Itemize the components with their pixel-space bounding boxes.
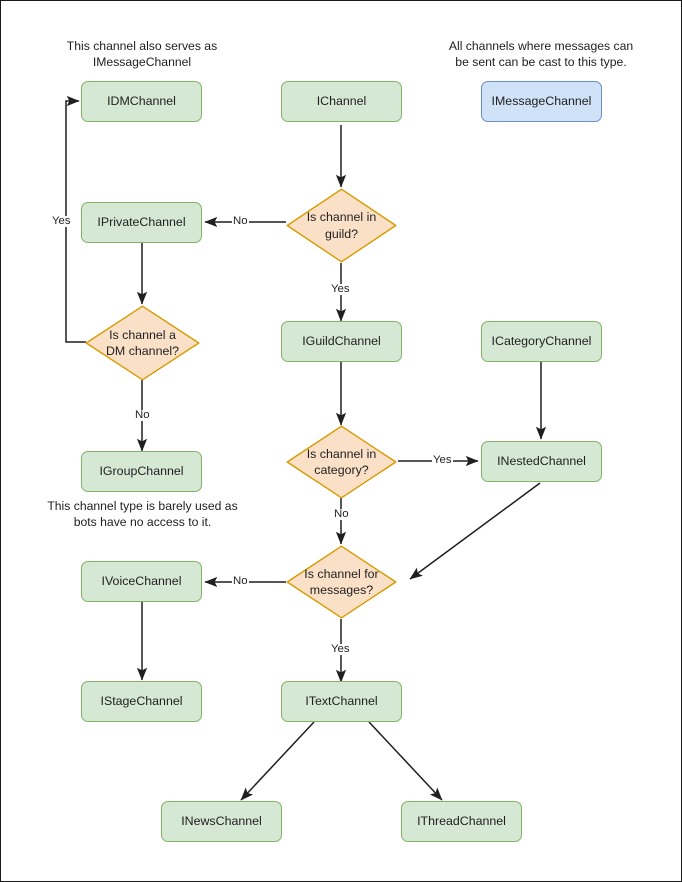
edge-label-dm-yes: Yes	[51, 215, 72, 228]
edge-label-messages-yes: Yes	[330, 643, 351, 656]
edge-label-messages-no: No	[232, 575, 249, 588]
decision-is-dm-channel[interactable]: Is channel a DM channel?	[85, 305, 200, 381]
decision-is-for-messages-label: Is channel for messages?	[304, 566, 379, 597]
node-ithreadchannel[interactable]: IThreadChannel	[401, 801, 522, 842]
node-igroupchannel[interactable]: IGroupChannel	[81, 451, 202, 492]
note-dm-channel: This channel also serves as IMessageChan…	[66, 39, 218, 69]
edge-label-guild-no: No	[232, 215, 249, 228]
node-ivoicechannel[interactable]: IVoiceChannel	[81, 561, 202, 602]
edge-itextchannel-to-ithreadchannel	[368, 721, 443, 801]
node-inewschannel[interactable]: INewsChannel	[161, 801, 282, 842]
node-idmchannel[interactable]: IDMChannel	[81, 81, 202, 122]
node-iprivatechannel[interactable]: IPrivateChannel	[81, 202, 202, 243]
edge-label-category-yes: Yes	[432, 454, 453, 467]
note-group-channel: This channel type is barely used as bots…	[47, 499, 238, 529]
node-ichannel[interactable]: IChannel	[281, 81, 402, 122]
node-itextchannel[interactable]: ITextChannel	[281, 681, 402, 722]
node-inestedchannel[interactable]: INestedChannel	[481, 441, 602, 482]
decision-is-in-guild-label: Is channel in guild?	[306, 210, 377, 241]
decision-is-dm-channel-label: Is channel a DM channel?	[105, 327, 179, 358]
decision-is-for-messages[interactable]: Is channel for messages?	[286, 545, 397, 619]
decision-is-in-category[interactable]: Is channel in category?	[286, 425, 397, 499]
node-istagechannel[interactable]: IStageChannel	[81, 681, 202, 722]
decision-is-in-guild[interactable]: Is channel in guild?	[286, 188, 397, 263]
node-iguildchannel[interactable]: IGuildChannel	[281, 321, 402, 362]
edge-label-guild-yes: Yes	[330, 283, 351, 296]
node-imessagechannel[interactable]: IMessageChannel	[481, 81, 602, 122]
edge-inestedchannel-to-is-for-messages	[409, 482, 541, 580]
edge-itextchannel-to-inewschannel	[240, 721, 315, 801]
note-message-channel: All channels where messages can be sent …	[448, 39, 634, 69]
decision-is-in-category-label: Is channel in category?	[306, 446, 377, 477]
node-icategorychannel[interactable]: ICategoryChannel	[481, 321, 602, 362]
edge-label-dm-no: No	[134, 409, 151, 422]
edge-label-category-no: No	[333, 508, 350, 521]
